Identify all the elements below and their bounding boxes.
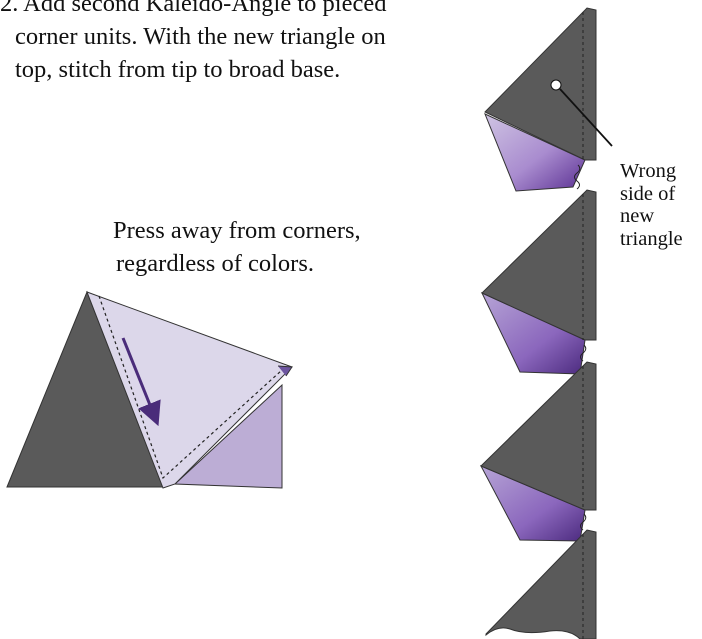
wrong-side-pointer [550, 79, 613, 147]
chain-unit-1 [484, 7, 597, 192]
step-instruction: 2. Add second Kaleido-Angle to pieced co… [0, 0, 386, 86]
callout-leader-line [559, 88, 613, 147]
pressing-note-line-2: regardless of colors. [116, 250, 314, 277]
chain-unit-3-dark [480, 361, 597, 511]
wrong-side-label: Wrong side of new triangle [620, 160, 683, 250]
pressed-unit-tip [277, 365, 293, 377]
instruction-line-3: top, stitch from tip to broad base. [15, 56, 341, 83]
pressing-note-line-1: Press away from corners, [113, 217, 361, 244]
chain-unit-4 [485, 529, 597, 639]
instruction-line-1: 2. Add second Kaleido-Angle to pieced [0, 0, 387, 17]
pressed-unit-stitch-line [98, 295, 283, 480]
pressed-unit-light-triangle [86, 291, 293, 489]
callout-dot-icon [550, 79, 562, 91]
chain-unit-1-dark [484, 7, 597, 161]
wrong-side-label-line-4: triangle [620, 227, 683, 250]
chain-unit-1-thread [574, 164, 581, 190]
wrong-side-label-line-1: Wrong [620, 160, 677, 182]
pressed-unit-medium-square [173, 383, 283, 489]
press-direction-arrow-icon [121, 337, 161, 427]
wrong-side-label-line-3: new [620, 205, 655, 227]
chain-unit-3 [479, 361, 597, 542]
chain-unit-1-purple [484, 113, 586, 192]
chain-unit-2-dark [481, 189, 597, 341]
chain-unit-4-dark [485, 529, 597, 639]
chain-unit-3-thread [580, 513, 587, 531]
chain-pieced-units [479, 7, 597, 639]
instruction-line-2: corner units. With the new triangle on [15, 23, 386, 50]
chain-unit-2 [480, 189, 597, 375]
pressed-unit [6, 290, 293, 489]
pressing-note: Press away from corners, regardless of c… [113, 214, 361, 280]
wrong-side-label-line-2: side of [620, 182, 676, 205]
chain-unit-2-thread [580, 344, 587, 362]
